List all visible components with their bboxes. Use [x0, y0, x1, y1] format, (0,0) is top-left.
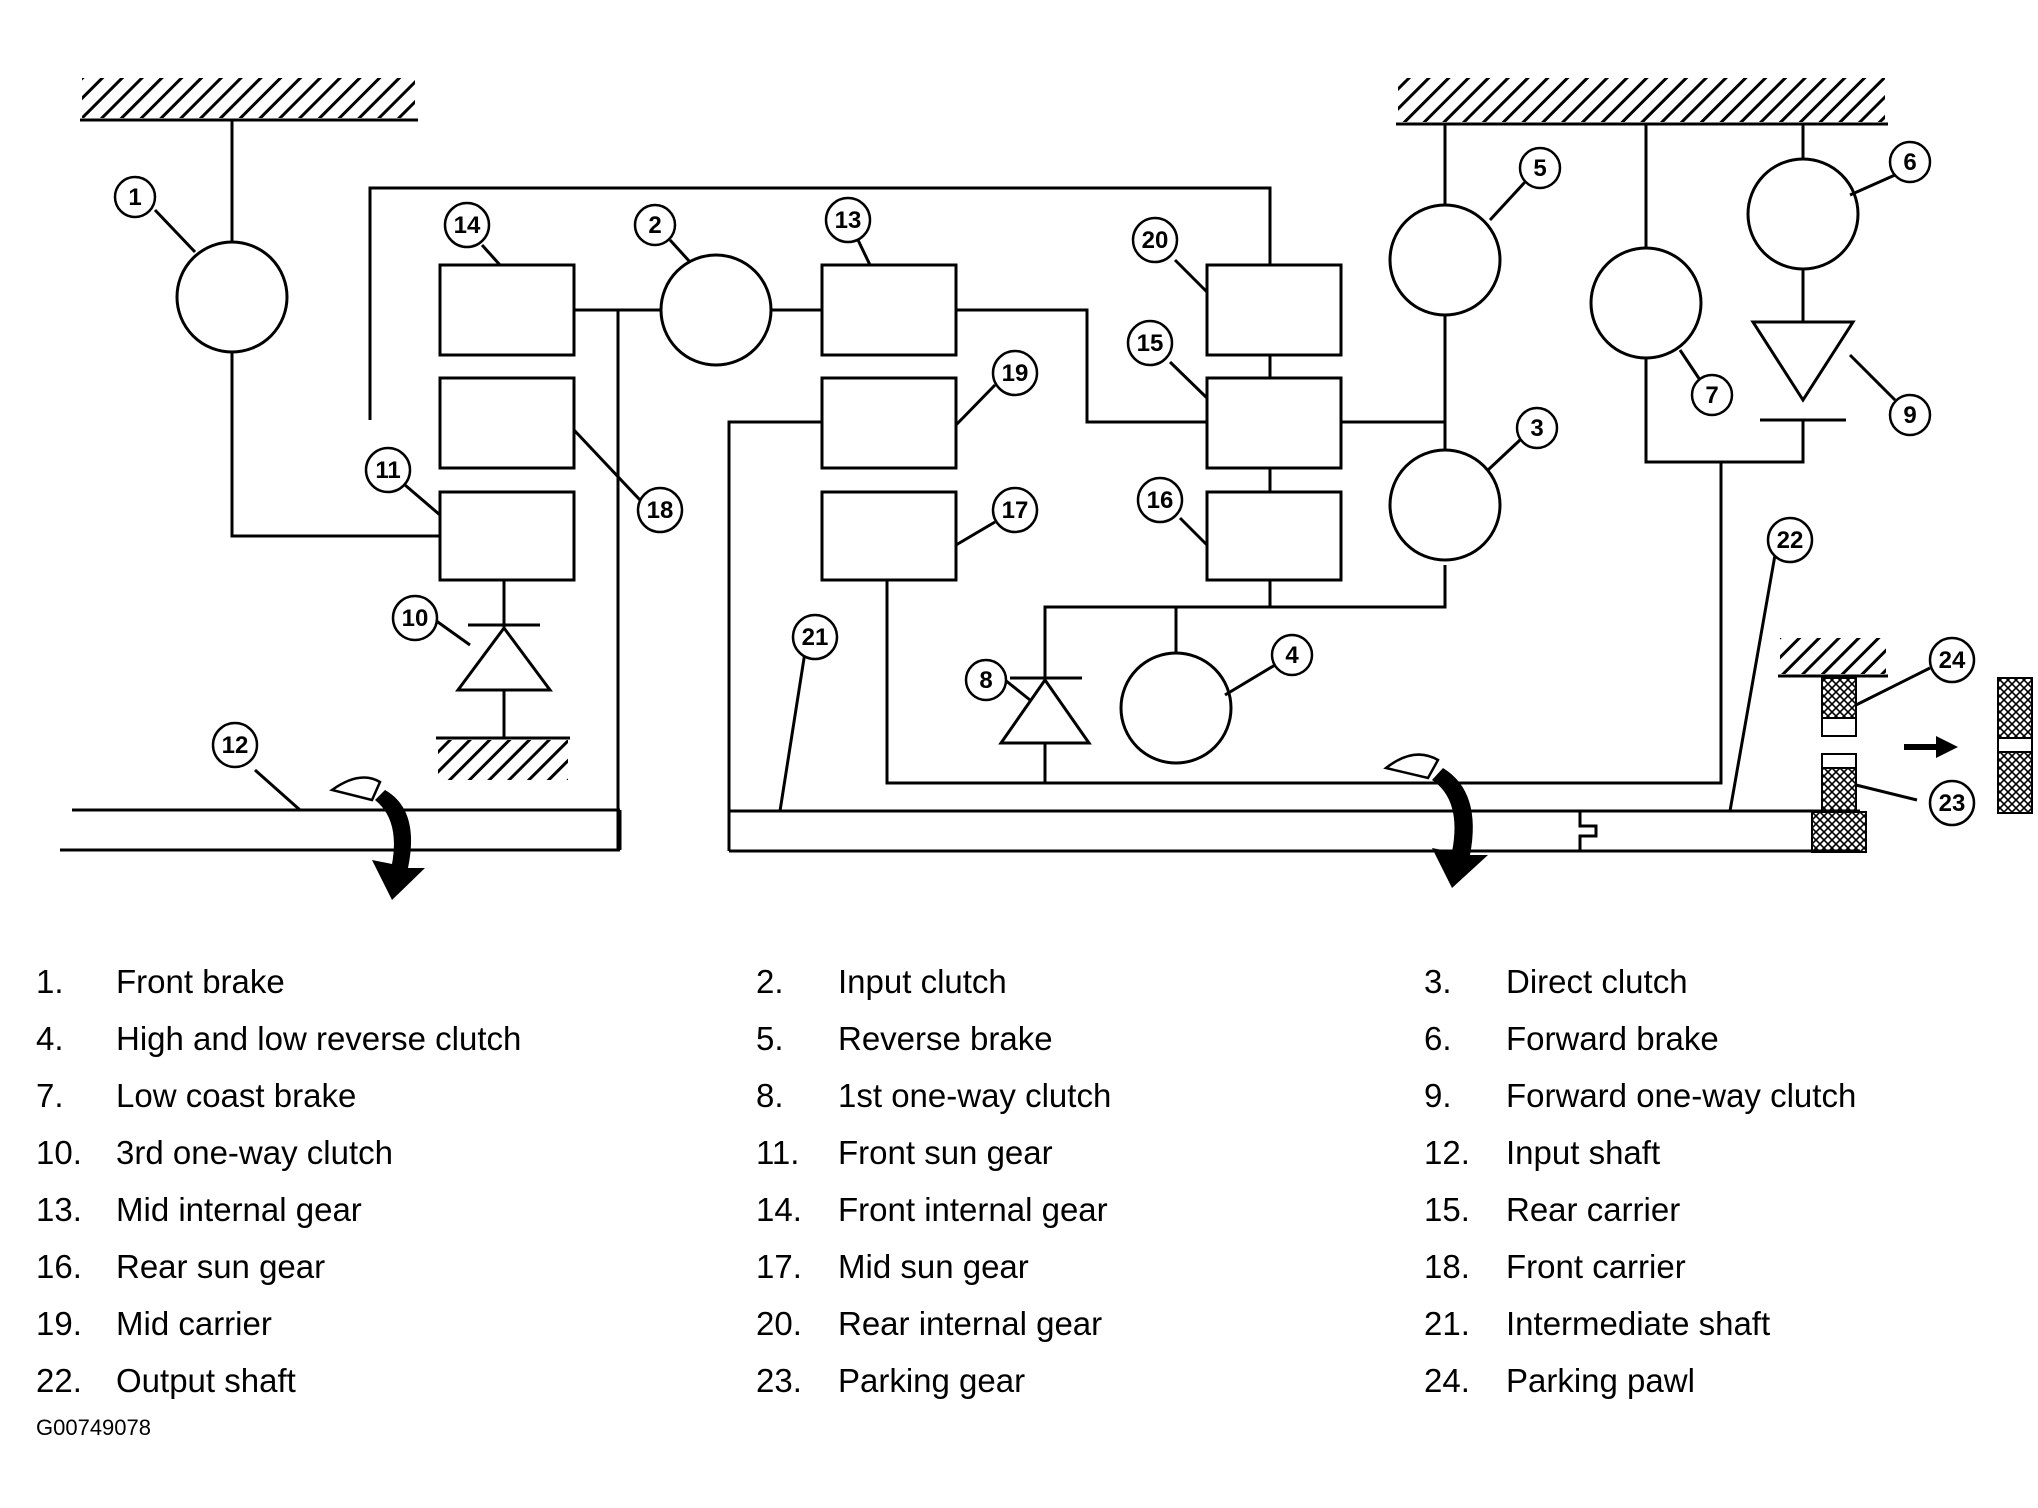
- low-coast-brake-circle: [1589, 246, 1703, 360]
- callout-12: 12: [211, 721, 259, 769]
- callout-11: 11: [364, 446, 412, 494]
- parking-pawl: [1821, 677, 1857, 737]
- svg-text:19: 19: [1002, 360, 1029, 387]
- callout-6: 6: [1888, 140, 1932, 184]
- front-sun-gear-box: [438, 490, 576, 582]
- svg-text:21: 21: [802, 624, 829, 651]
- ground-bottom-left: [436, 736, 570, 780]
- svg-text:17: 17: [1002, 497, 1029, 524]
- input-clutch-circle: [659, 253, 773, 367]
- svg-text:6: 6: [1903, 149, 1916, 176]
- front-brake-circle: [175, 240, 289, 354]
- ground-parking: [1778, 638, 1888, 678]
- rotation-arrow-output: [1383, 753, 1488, 888]
- figure-id: G00749078: [36, 1415, 151, 1440]
- svg-text:11: 11: [375, 457, 400, 484]
- callout-23: 23: [1928, 779, 1976, 827]
- mid-sun-gear-box: [820, 490, 958, 582]
- svg-text:9: 9: [1903, 402, 1916, 429]
- rear-sun-gear-box: [1205, 490, 1343, 582]
- callout-22: 22: [1766, 516, 1814, 564]
- callout-7: 7: [1690, 373, 1734, 417]
- mid-carrier-box: [820, 376, 958, 470]
- reverse-brake-circle: [1388, 203, 1502, 317]
- callout-20: 20: [1131, 216, 1179, 264]
- svg-text:20: 20: [1142, 227, 1169, 254]
- rear-internal-gear-box: [1205, 263, 1343, 357]
- arrow-right-icon: [1904, 736, 1958, 758]
- callout-9: 9: [1888, 393, 1932, 437]
- forward-one-way-clutch-symbol: [1750, 320, 1856, 422]
- svg-text:16: 16: [1147, 487, 1174, 514]
- direct-clutch-circle: [1388, 448, 1502, 562]
- front-internal-gear-box: [438, 263, 576, 357]
- svg-text:3: 3: [1530, 415, 1543, 442]
- callout-16: 16: [1136, 476, 1184, 524]
- svg-text:2: 2: [648, 212, 661, 239]
- svg-text:5: 5: [1533, 155, 1546, 182]
- callout-17: 17: [991, 486, 1039, 534]
- callout-18: 18: [636, 486, 684, 534]
- ground-right-top: [1396, 78, 1888, 126]
- parking-gear: [1811, 753, 1867, 853]
- input-shaft: [72, 808, 622, 852]
- callout-13: 13: [824, 196, 872, 244]
- parking-detail: [1997, 677, 2033, 814]
- rear-carrier-box: [1205, 376, 1343, 470]
- callout-5: 5: [1518, 146, 1562, 190]
- callout-19: 19: [991, 349, 1039, 397]
- first-one-way-clutch-symbol: [998, 676, 1092, 745]
- callout-1: 1: [113, 175, 157, 219]
- high-low-reverse-clutch-circle: [1119, 651, 1233, 765]
- rotation-arrow-input: [329, 776, 425, 900]
- callout-24: 24: [1928, 636, 1976, 684]
- svg-text:23: 23: [1939, 790, 1966, 817]
- svg-text:7: 7: [1705, 382, 1718, 409]
- callout-3: 3: [1515, 406, 1559, 450]
- svg-text:8: 8: [979, 667, 992, 694]
- svg-text:4: 4: [1285, 642, 1299, 669]
- svg-text:18: 18: [647, 497, 674, 524]
- svg-text:1: 1: [128, 184, 141, 211]
- svg-text:10: 10: [402, 605, 429, 632]
- svg-text:15: 15: [1137, 330, 1164, 357]
- callout-4: 4: [1270, 633, 1314, 677]
- transmission-schematic: 1 2 3 4 5 6 7 8 9 10 11 12 13 14 15 16 1…: [60, 78, 2033, 900]
- third-one-way-clutch-symbol: [455, 623, 553, 692]
- callout-8: 8: [964, 658, 1008, 702]
- svg-text:14: 14: [454, 212, 481, 239]
- mid-internal-gear-box: [820, 263, 958, 357]
- ground-left-top: [80, 78, 418, 122]
- svg-text:24: 24: [1939, 647, 1966, 674]
- callout-10: 10: [391, 594, 439, 642]
- callout-14: 14: [443, 201, 491, 249]
- callout-2: 2: [633, 203, 677, 247]
- leader-lines: [153, 173, 1931, 812]
- callout-21: 21: [791, 613, 839, 661]
- forward-brake-circle: [1746, 157, 1860, 271]
- svg-text:13: 13: [835, 207, 862, 234]
- callout-15: 15: [1126, 319, 1174, 367]
- svg-text:12: 12: [222, 732, 249, 759]
- connection-lines: [60, 120, 1805, 852]
- intermediate-output-shaft: [729, 809, 1860, 853]
- svg-text:22: 22: [1777, 527, 1804, 554]
- front-carrier-box: [438, 376, 576, 470]
